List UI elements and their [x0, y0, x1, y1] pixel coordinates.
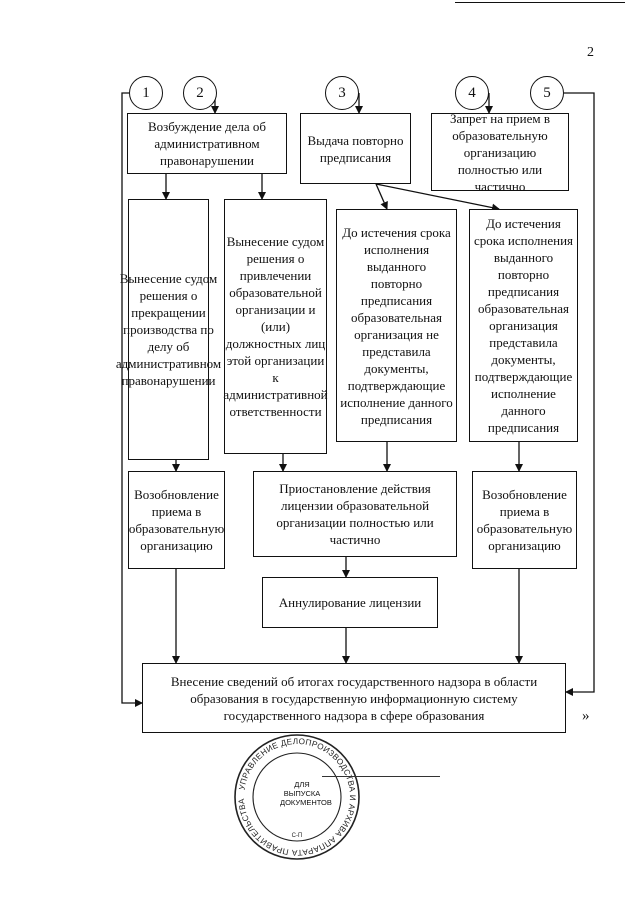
box-docs-submitted: До истечения срока исполнения выданного …: [469, 209, 578, 442]
box-final-record: Внесение сведений об итогах государствен…: [142, 663, 566, 733]
box-admission-ban: Запрет на прием в образовательную органи…: [431, 111, 569, 194]
box-license-annulment: Аннулирование лицензии: [262, 577, 438, 628]
box-court-liability: Вынесение судом решения о привлечении об…: [223, 199, 328, 454]
connector-1-final: [121, 92, 143, 707]
seal-code: С-П: [292, 833, 303, 839]
top-rule: [455, 2, 625, 3]
box-docs-not-submitted: До истечения срока исполнения выданного …: [336, 209, 457, 442]
seal-center-text: ДЛЯ ВЫПУСКА ДОКУМЕНТОВ: [280, 780, 332, 807]
box-resume-admission-left: Возобновление приема в образовательную о…: [128, 471, 225, 569]
box-resume-admission-right: Возобновление приема в образовательную о…: [472, 471, 577, 569]
connector-order-not-submitted: [375, 183, 388, 210]
box-license-suspension: Приостановление действия лицензии образо…: [253, 471, 457, 557]
connector-order-submitted: [375, 183, 500, 212]
marker-2: 2: [183, 76, 217, 110]
marker-5: 5: [530, 76, 564, 110]
signature-line: [322, 776, 440, 777]
marker-3: 3: [325, 76, 359, 110]
box-repeat-order: Выдача повторно предписания: [300, 113, 411, 184]
marker-4: 4: [455, 76, 489, 110]
page-number: 2: [587, 45, 594, 60]
connector-5-final: [564, 92, 595, 696]
official-seal: УПРАВЛЕНИЕ ДЕЛОПРОИЗВОДСТВА И АРХИВА АПП…: [233, 733, 360, 860]
box-court-termination: Вынесение судом решения о прекращении пр…: [116, 199, 221, 460]
marker-1: 1: [129, 76, 163, 110]
closing-quote: »: [582, 708, 590, 724]
box-initiation: Возбуждение дела об административном пра…: [127, 113, 287, 174]
